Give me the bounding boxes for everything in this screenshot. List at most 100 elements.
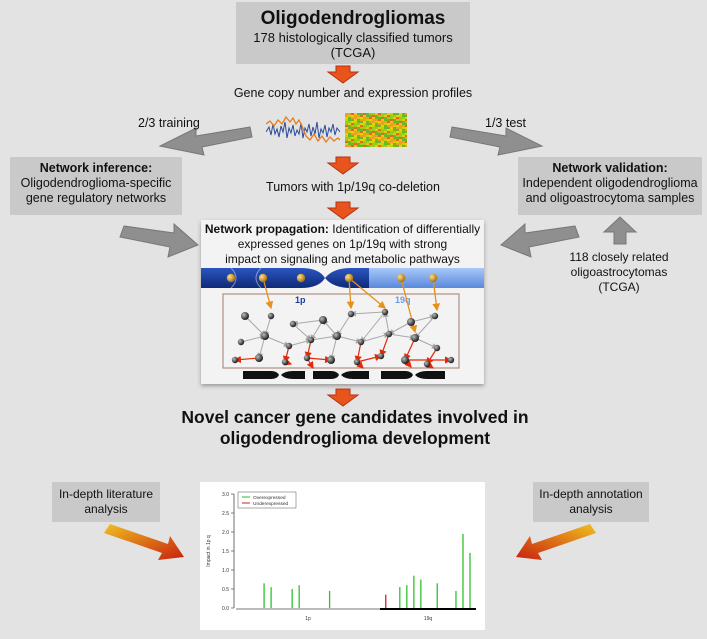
x-arm-label: 19q	[424, 616, 433, 622]
network-node	[353, 358, 361, 366]
propagation-line2: expressed genes on 1p/19q with strong	[237, 237, 448, 251]
network-node	[241, 312, 249, 320]
network-node	[423, 360, 431, 368]
y-tick-label: 3.0	[222, 492, 229, 498]
gene-marker	[344, 273, 354, 283]
literature-line2: analysis	[84, 502, 128, 516]
network-node	[289, 320, 297, 328]
orange-arrow-1	[326, 65, 360, 84]
arm-label-1p: 1p	[295, 295, 306, 305]
codeletion-label: Tumors with 1p/19q co-deletion	[266, 180, 440, 194]
novel-line2: oligodendroglioma development	[219, 428, 491, 448]
literature-line1: In-depth literature	[58, 487, 154, 501]
oligodendrogliomas-box: Oligodendrogliomas 178 histologically cl…	[236, 2, 470, 64]
y-tick-label: 2.0	[222, 530, 229, 536]
network-node	[447, 356, 455, 364]
network-inference-box: Network inference: Oligodendroglioma-spe…	[10, 157, 182, 215]
network-node	[347, 310, 355, 318]
network-illustration: 1p 19q	[201, 267, 484, 379]
network-node	[411, 334, 419, 342]
network-validation-box: Network validation: Independent oligoden…	[518, 157, 702, 215]
x-arm-label: 1p	[305, 616, 311, 622]
gene-marker	[296, 273, 306, 283]
legend-label: Underexpressed	[253, 501, 289, 507]
y-tick-label: 0.5	[222, 587, 229, 593]
validation-line1: Independent oligodendroglioma	[522, 176, 698, 190]
network-node	[433, 344, 441, 352]
training-label: 2/3 training	[138, 116, 200, 130]
annotation-line1: In-depth annotation	[539, 487, 643, 501]
network-node	[281, 358, 289, 366]
validation-to-propagation-arrow	[500, 222, 580, 258]
novel-line1: Novel cancer gene candidates involved in	[181, 407, 529, 427]
validation-heading: Network validation:	[552, 161, 668, 175]
title-line2: (TCGA)	[330, 45, 376, 60]
annotation-line2: analysis	[569, 502, 613, 516]
y-tick-label: 0.0	[222, 606, 229, 612]
oligoastro-line2: oligoastrocytomas	[570, 265, 668, 279]
test-arrow	[449, 126, 544, 156]
network-node	[381, 308, 389, 316]
literature-analysis-box: In-depth literature analysis	[52, 482, 160, 522]
title-heading: Oligodendrogliomas	[260, 8, 446, 29]
network-node	[231, 356, 239, 364]
gene-marker	[258, 273, 268, 283]
gene-marker	[428, 273, 438, 283]
network-frame	[222, 293, 460, 369]
y-axis-label: Impact in 1p q	[206, 535, 212, 567]
network-node	[377, 352, 385, 360]
literature-arrow	[104, 524, 184, 560]
inference-line1: Oligodendroglioma-specific	[20, 176, 172, 190]
propagation-text: Network propagation: Identification of d…	[201, 222, 484, 267]
gene-marker	[226, 273, 236, 283]
orange-arrow-3	[326, 201, 360, 220]
inference-heading: Network inference:	[39, 161, 153, 175]
network-node	[357, 338, 365, 346]
oligoastro-line1: 118 closely related	[569, 250, 669, 264]
network-node	[319, 316, 327, 324]
arm-label-19q: 19q	[395, 295, 411, 305]
propagation-line3: impact on signaling and metabolic pathwa…	[225, 252, 460, 266]
legend-box	[237, 491, 297, 509]
gene-marker	[396, 273, 406, 283]
network-node	[385, 330, 393, 338]
annotation-arrow	[516, 524, 596, 560]
network-node	[303, 354, 311, 362]
y-tick-label: 1.5	[222, 549, 229, 555]
bottom-chromosomes	[243, 371, 445, 379]
network-node	[237, 338, 245, 346]
orange-arrow-4	[326, 388, 360, 407]
novel-candidates-title: Novel cancer gene candidates involved in…	[150, 407, 560, 449]
oligoastro-line3: (TCGA)	[598, 280, 640, 294]
oligoastro-up-arrow	[602, 216, 638, 245]
network-propagation-panel	[201, 220, 484, 384]
network-node	[407, 318, 415, 326]
network-node	[401, 356, 409, 364]
title-line1: 178 histologically classified tumors	[253, 30, 453, 45]
chromosome-19q	[369, 268, 484, 288]
training-arrow	[158, 126, 253, 156]
test-label: 1/3 test	[485, 116, 526, 130]
propagation-line1: Identification of differentially	[328, 222, 481, 236]
propagation-heading: Network propagation:	[204, 222, 329, 236]
network-node	[267, 312, 275, 320]
expression-heatmap-icon	[345, 113, 407, 147]
profiles-label: Gene copy number and expression profiles	[233, 86, 473, 100]
oligoastrocytoma-note: 118 closely related oligoastrocytomas (T…	[552, 250, 686, 295]
network-node	[255, 354, 263, 362]
inference-to-propagation-arrow	[119, 222, 199, 258]
network-node	[307, 336, 315, 344]
network-node	[285, 342, 293, 350]
legend-label: Overexpressed	[253, 495, 286, 501]
validation-line2: and oligoastrocytoma samples	[525, 191, 695, 205]
copy-number-profile-icon	[266, 115, 340, 144]
network-node	[333, 332, 341, 340]
network-node	[327, 356, 335, 364]
y-tick-label: 1.0	[222, 568, 229, 574]
annotation-analysis-box: In-depth annotation analysis	[533, 482, 649, 522]
inference-line2: gene regulatory networks	[25, 191, 167, 205]
y-tick-label: 2.5	[222, 511, 229, 517]
network-node	[431, 312, 439, 320]
